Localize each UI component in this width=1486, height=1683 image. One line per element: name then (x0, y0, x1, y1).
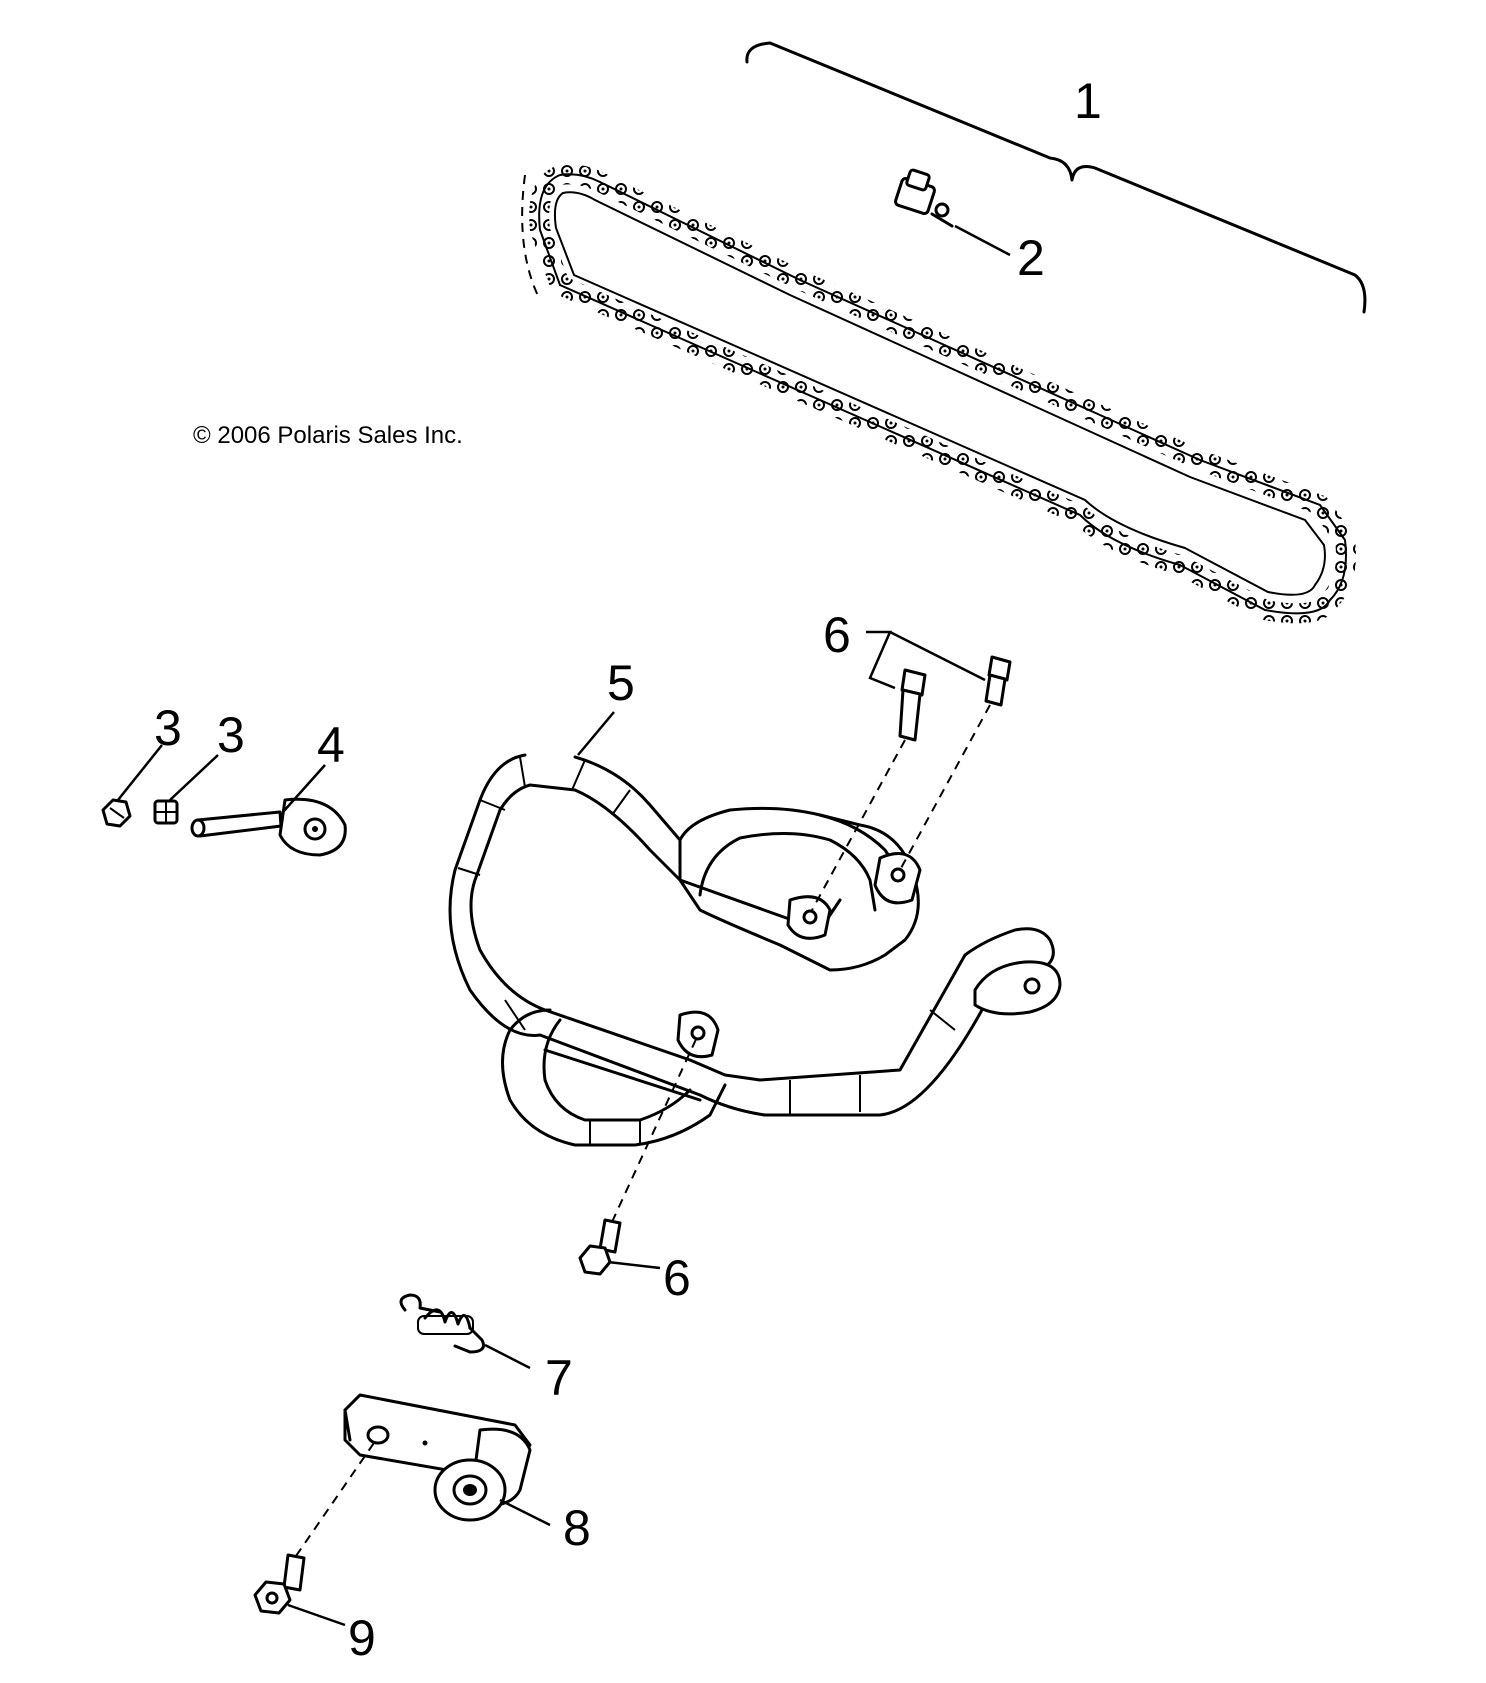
bolt-6a (898, 668, 927, 742)
leader-2 (954, 224, 1011, 257)
leader-7 (484, 1343, 531, 1370)
dashline-6c (611, 1034, 699, 1223)
adjuster-bolt (190, 797, 347, 857)
leader-4 (282, 764, 326, 813)
copyright-text: © 2006 Polaris Sales Inc. (193, 422, 463, 449)
callout-9: 9 (348, 1610, 376, 1666)
callout-1: 1 (1074, 73, 1102, 129)
callout-7: 7 (545, 1350, 573, 1406)
leader-6-top (866, 630, 986, 690)
bolt-6b (984, 655, 1012, 707)
leader-5 (577, 711, 615, 756)
callout-8: 8 (563, 1500, 591, 1556)
callout-6-bottom: 6 (663, 1250, 691, 1306)
nut-3b (153, 799, 179, 825)
callout-3a: 3 (154, 700, 182, 756)
dashline-6a (811, 739, 906, 911)
leader-9 (287, 1603, 346, 1627)
callout-5: 5 (607, 655, 635, 711)
roller-assembly (343, 1393, 532, 1522)
bolt-9 (253, 1553, 306, 1615)
dashline-9 (295, 1439, 377, 1557)
leader-8 (499, 1498, 551, 1527)
callout-2: 2 (1017, 230, 1045, 286)
nut-3a (101, 798, 132, 828)
leader-6-bottom (607, 1260, 661, 1270)
bolt-6c (578, 1218, 622, 1276)
tension-spring (399, 1293, 485, 1354)
callout-6-top: 6 (823, 607, 851, 663)
master-link (894, 168, 954, 228)
kit-bracket (745, 41, 1367, 314)
leader-3a (117, 744, 163, 801)
callout-3b: 3 (217, 707, 245, 763)
leader-3b (169, 754, 219, 801)
drive-chain (521, 164, 1356, 624)
tensioner-frame (448, 753, 1062, 1147)
callout-4: 4 (317, 717, 345, 773)
